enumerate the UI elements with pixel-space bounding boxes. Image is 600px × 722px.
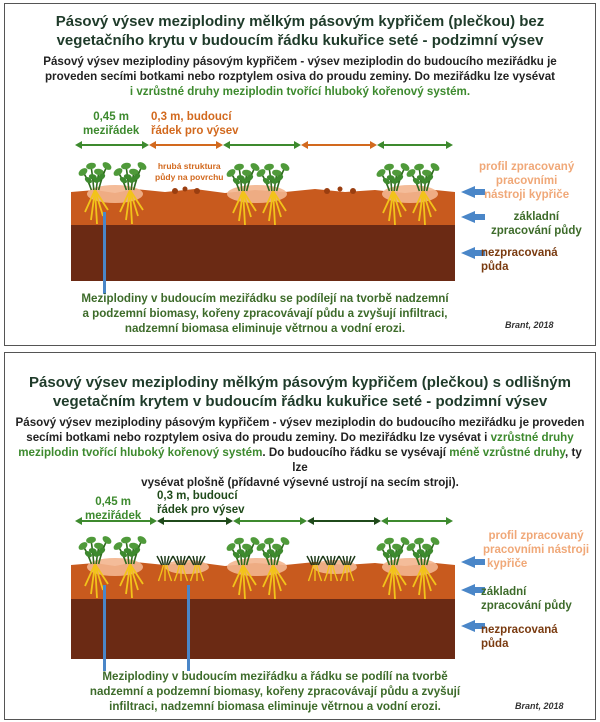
panel-top-conclusion: Meziplodiny v budoucím meziřádku se podí… <box>81 292 449 335</box>
cover-crop-plants <box>78 162 440 226</box>
label-interrow: 0,45 m meziřádek <box>85 496 142 522</box>
spacing-arrow <box>75 517 157 525</box>
spacing-arrow <box>381 517 453 525</box>
spacing-arrow <box>75 141 149 149</box>
pointer-profile <box>461 556 485 568</box>
low-growing-plant <box>156 555 174 582</box>
label-profile: profil zpracovaný pracovními nástroji ky… <box>479 161 575 201</box>
author-credit: Brant, 2018 <box>515 701 564 711</box>
spacing-arrow <box>223 141 301 149</box>
pointer-untilled <box>461 620 485 632</box>
panel-bottom-conclusion: Meziplodiny v budoucím meziřádku a řádku… <box>89 670 461 713</box>
panel-top-title: Pásový výsev meziplodiny mělkým pásovým … <box>55 13 545 49</box>
low-growing-plant <box>322 555 340 582</box>
label-interrow: 0,45 m meziřádek <box>83 111 140 137</box>
plant <box>376 537 410 600</box>
topsoil-layer <box>71 562 455 599</box>
pointer-basic <box>461 211 485 223</box>
spacing-arrow <box>307 517 381 525</box>
soil-diagram-top <box>71 141 485 294</box>
plant <box>406 537 440 600</box>
coarse-clods <box>172 186 356 194</box>
spacing-arrow <box>301 141 377 149</box>
low-growing-plant <box>338 555 356 582</box>
panel-bottom-title: Pásový výsev meziplodiny mělkým pásovým … <box>29 374 571 410</box>
label-untilled: nezpracovaná půda <box>481 624 558 650</box>
plant <box>256 163 290 226</box>
plant <box>226 537 260 600</box>
side-pointers <box>461 556 485 632</box>
low-growing-plant <box>188 555 206 582</box>
pointer-profile <box>461 186 485 198</box>
pointer-basic <box>461 584 485 596</box>
spacing-arrow <box>233 517 307 525</box>
label-untilled: nezpracovaná půda <box>481 247 558 273</box>
low-growing-plant <box>172 555 190 582</box>
subsoil-layer <box>71 599 455 659</box>
cover-crop-plants <box>78 536 440 600</box>
plant <box>406 163 440 226</box>
side-pointers <box>461 186 485 259</box>
label-basic-tillage: základní zpracování půdy <box>491 211 582 237</box>
row-indicator-line <box>187 585 190 671</box>
panel-top-description: Pásový výsev meziplodiny pásovým kypřiče… <box>43 55 557 98</box>
plant <box>256 537 290 600</box>
plant <box>376 163 410 226</box>
subsoil-layer <box>71 225 455 281</box>
plant <box>78 162 112 225</box>
panel-bottom: Pásový výsev meziplodiny mělkým pásovým … <box>4 352 596 720</box>
label-basic-tillage: základní zpracování půdy <box>481 586 572 612</box>
plant <box>113 536 147 599</box>
label-future-row: 0,3 m, budoucí řádek pro výsev <box>157 490 245 516</box>
spacing-arrow <box>157 517 233 525</box>
plant <box>226 163 260 226</box>
label-future-row: 0,3 m, budoucí řádek pro výsev <box>151 111 239 137</box>
spacing-arrow <box>377 141 453 149</box>
row-spacing-arrows <box>75 141 453 149</box>
author-credit: Brant, 2018 <box>505 320 554 330</box>
spacing-arrow <box>149 141 223 149</box>
low-growing-plant <box>306 555 324 582</box>
soil-diagram-bottom <box>71 517 485 671</box>
interrow-indicator-line <box>103 212 106 294</box>
topsoil-layer <box>71 189 455 225</box>
panel-top: Pásový výsev meziplodiny mělkým pásovým … <box>4 3 596 346</box>
interrow-indicator-line <box>103 585 106 671</box>
plant <box>78 536 112 599</box>
pointer-untilled <box>461 247 485 259</box>
panel-bottom-description: Pásový výsev meziplodiny pásovým kypřiče… <box>15 416 585 489</box>
plant <box>113 162 147 225</box>
label-coarse-structure: hrubá struktura půdy na povrchu <box>155 161 224 182</box>
row-spacing-arrows <box>75 517 453 525</box>
label-profile: profil zpracovaný pracovními nástroji ky… <box>483 530 590 570</box>
